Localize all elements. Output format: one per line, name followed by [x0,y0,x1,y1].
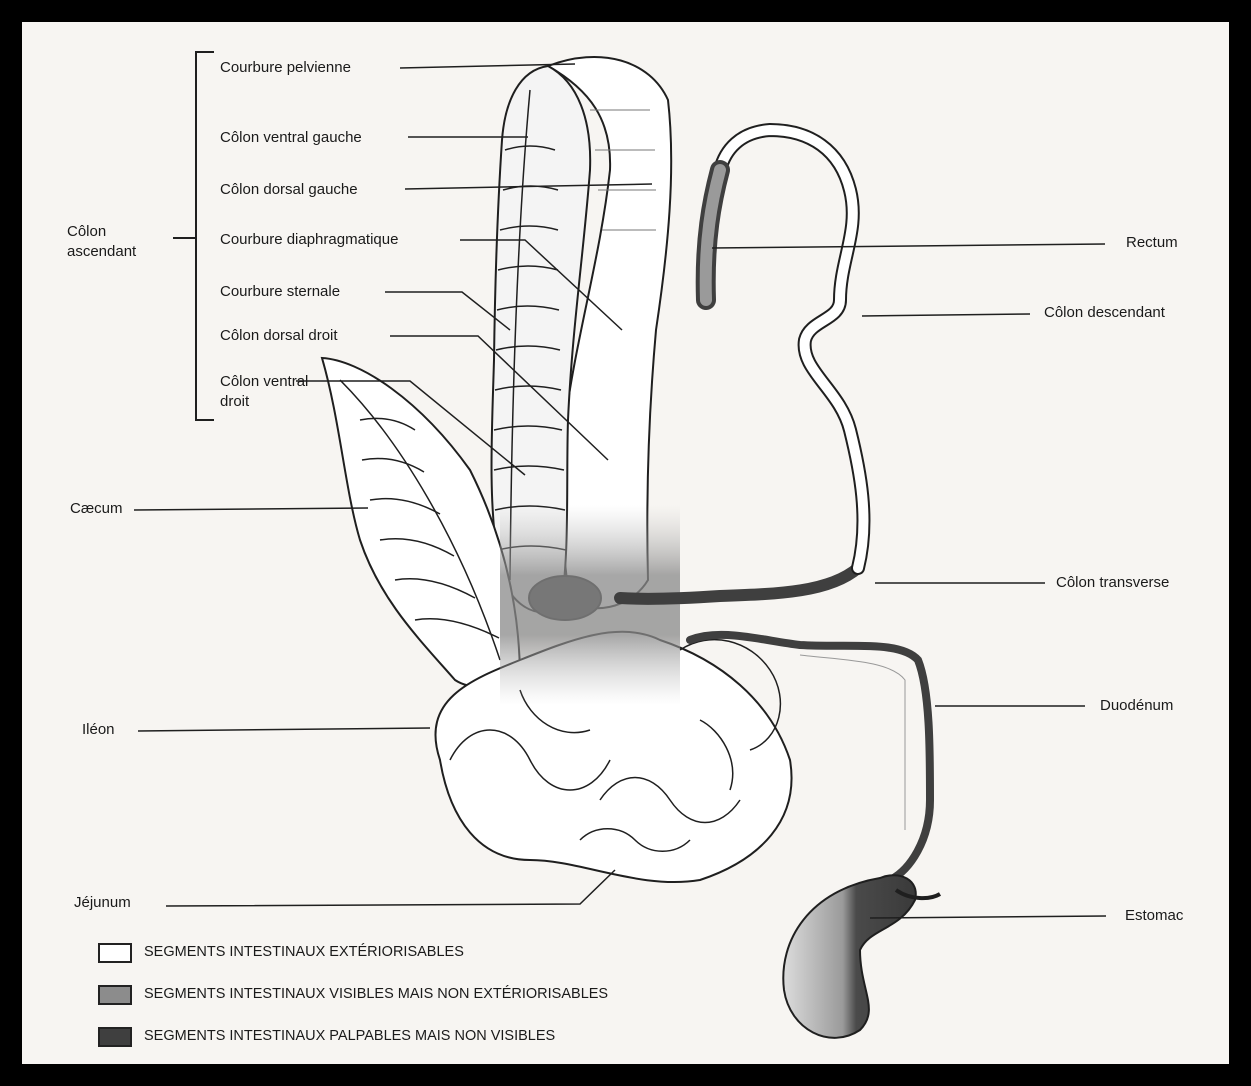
colon-descendant-tube [720,130,863,568]
label-colon-ventral-droit: Côlon ventral droit [220,372,320,412]
legend-swatch-light [98,943,132,963]
label-duodenum: Duodénum [1100,696,1173,716]
label-jejunum: Jéjunum [74,893,131,913]
caecum [322,358,520,688]
stomach-shape [783,875,915,1038]
colon-ascendant-bracket [173,52,214,420]
legend-text: SEGMENTS INTESTINAUX EXTÉRIORISABLES [144,944,464,960]
label-courbure-sternale: Courbure sternale [220,282,340,302]
legend-swatch-mid [98,985,132,1005]
mesentery-shading [500,505,680,705]
label-colon-ventral-gauche: Côlon ventral gauche [220,128,362,148]
label-estomac: Estomac [1125,906,1183,926]
label-colon-transverse: Côlon transverse [1056,573,1169,593]
label-courbure-pelvienne: Courbure pelvienne [220,58,351,78]
label-caecum: Cæcum [70,499,123,519]
legend-swatch-dark [98,1027,132,1047]
label-rectum: Rectum [1126,233,1178,253]
label-colon-descendant: Côlon descendant [1044,303,1165,323]
label-colon-dorsal-droit: Côlon dorsal droit [220,326,338,346]
legend-text: SEGMENTS INTESTINAUX PALPABLES MAIS NON … [144,1028,555,1044]
label-colon-dorsal-gauche: Côlon dorsal gauche [220,180,358,200]
label-courbure-diaphragmatique: Courbure diaphragmatique [220,230,398,250]
label-colon-ascendant: Côlon ascendant [67,222,177,262]
label-ileon: Iléon [82,720,115,740]
legend-text: SEGMENTS INTESTINAUX VISIBLES MAIS NON E… [144,986,608,1002]
